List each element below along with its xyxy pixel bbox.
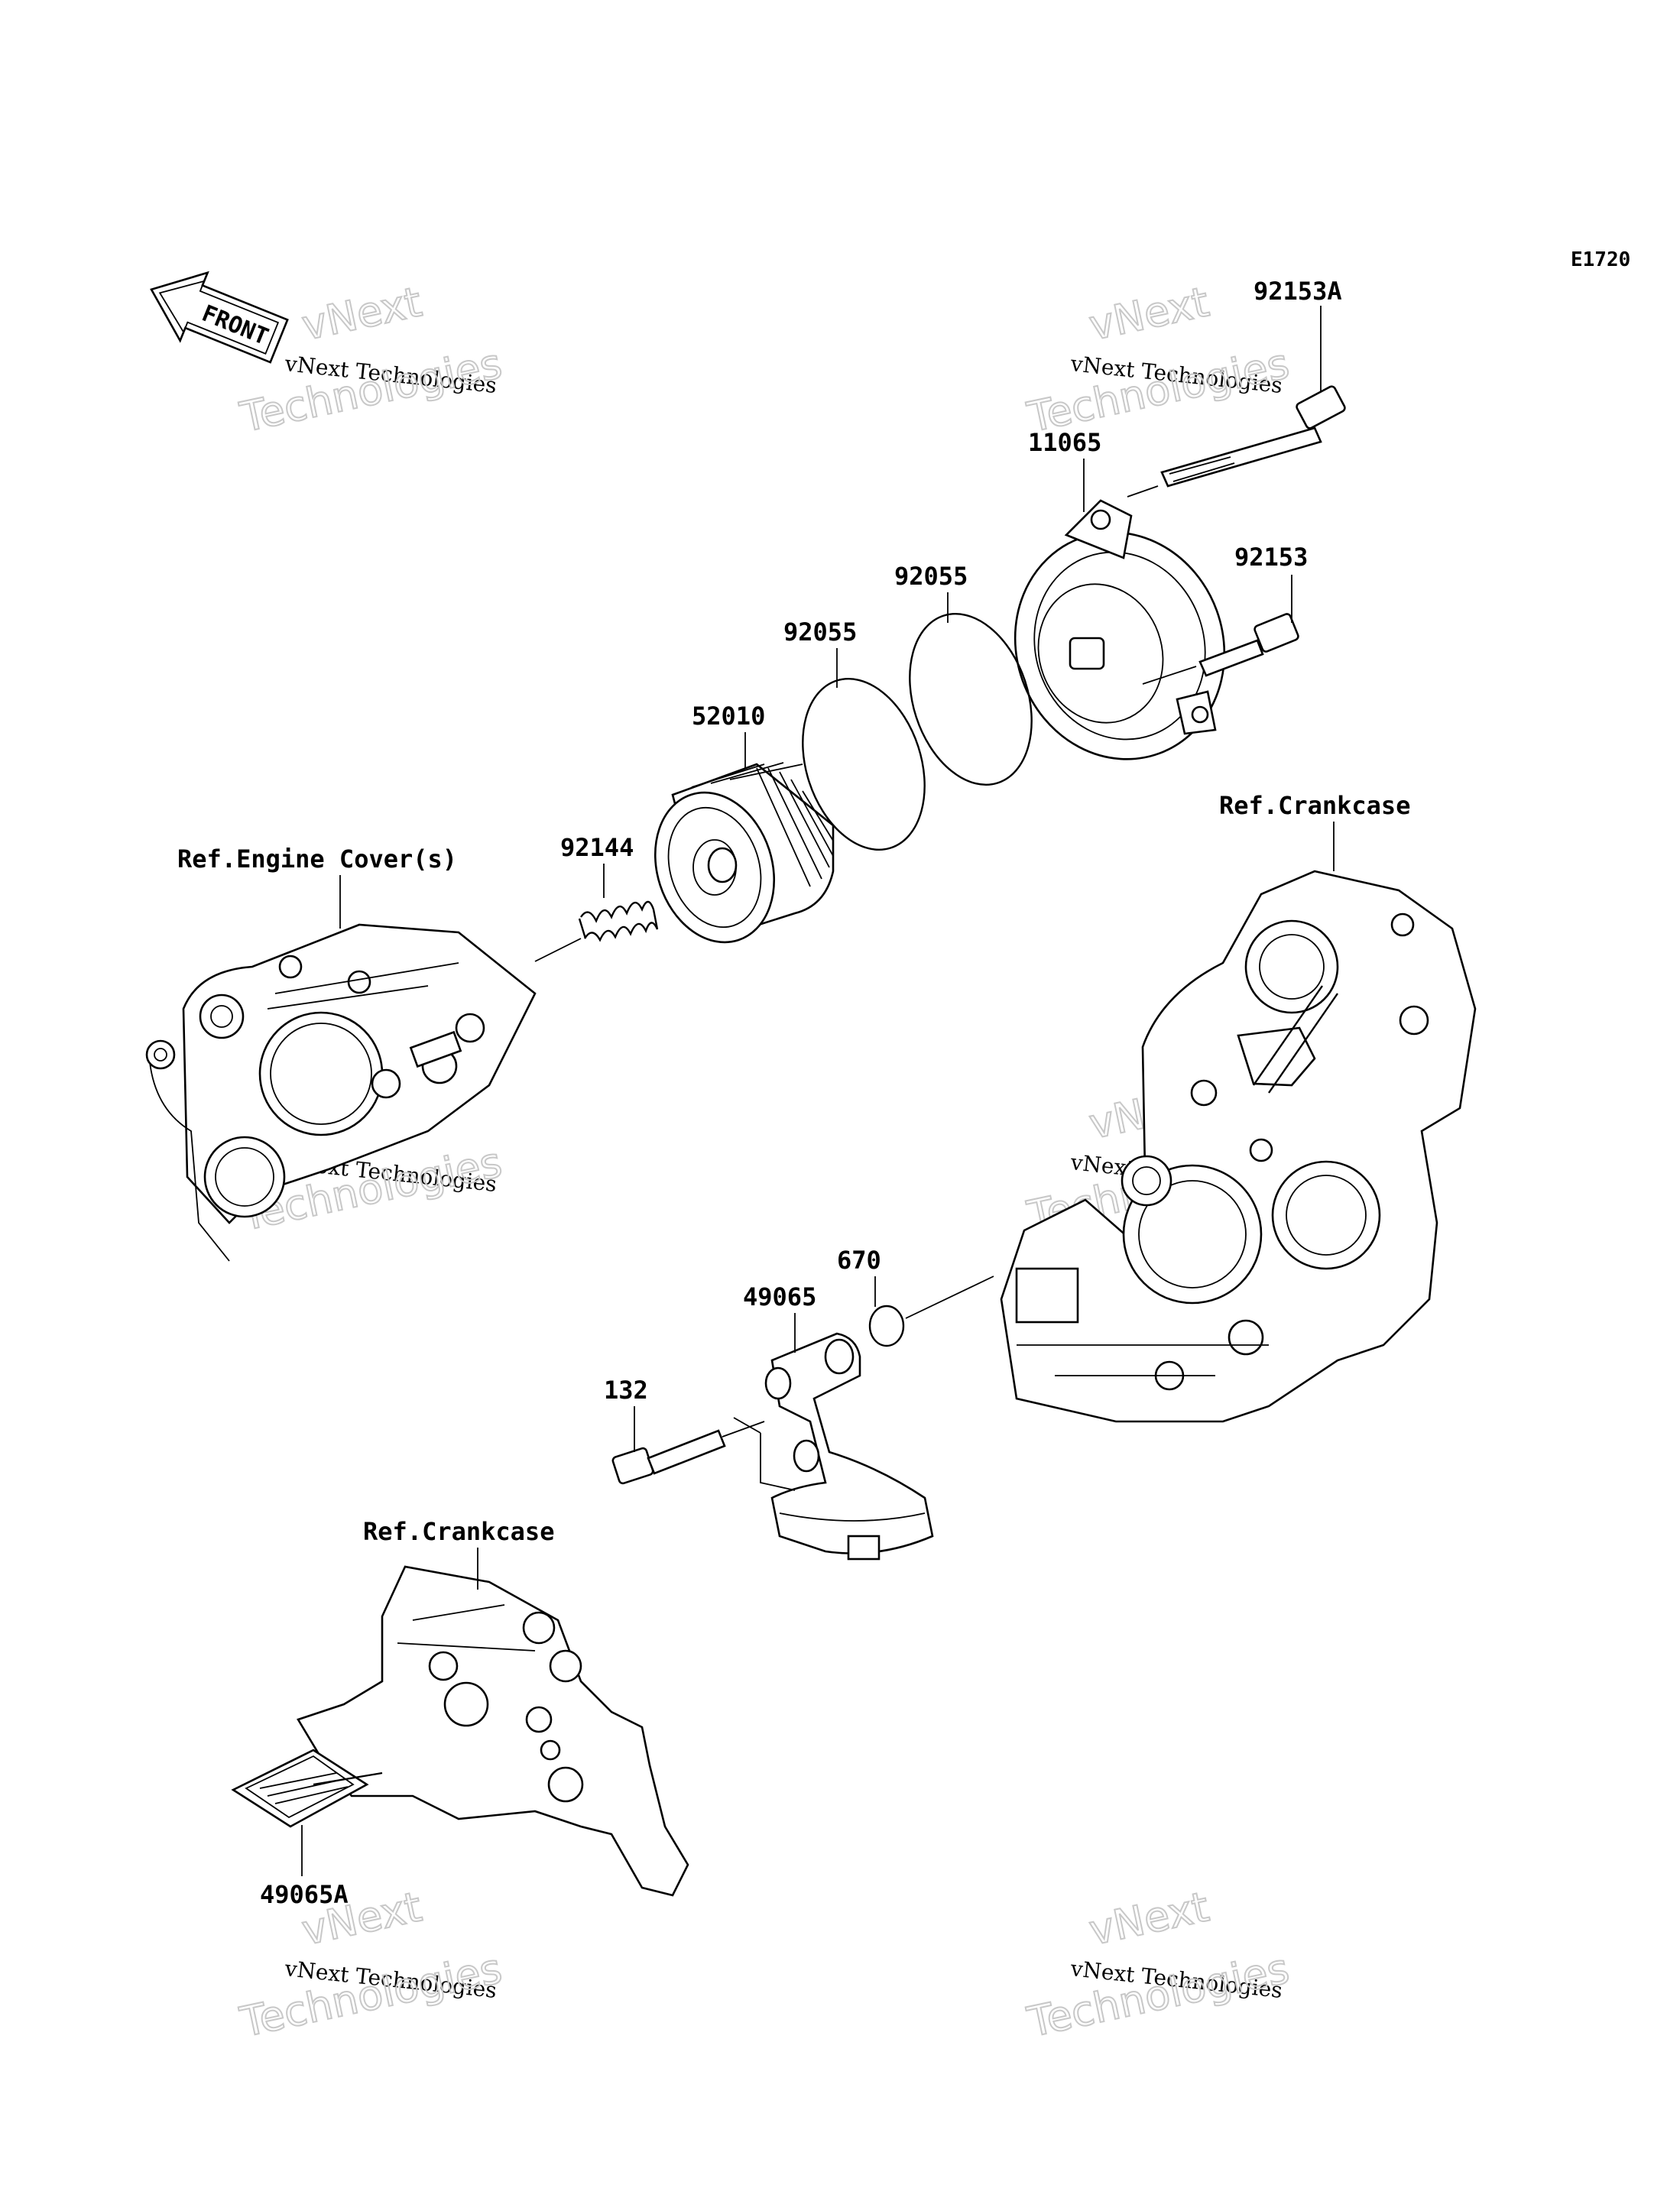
label-ref-engine-cover: Ref.Engine Cover(s) — [177, 844, 457, 874]
watermark-bottom-right: vNext vNext Technologies Technologies — [1023, 1882, 1294, 2047]
svg-text:Technologies: Technologies — [1023, 1944, 1293, 2047]
engine-cover-reference — [145, 923, 537, 1262]
svg-text:vNext: vNext — [1085, 1882, 1213, 1954]
bolt-132 — [611, 1421, 765, 1485]
o-ring-92055-right — [909, 612, 1033, 786]
label-132: 132 — [604, 1376, 648, 1405]
svg-text:vNext: vNext — [298, 277, 426, 349]
o-ring-670 — [868, 1276, 994, 1347]
label-52010: 52010 — [692, 702, 765, 731]
bolt-92153A — [1127, 385, 1346, 498]
bolt-92153 — [1142, 613, 1299, 685]
svg-text:Technologies: Technologies — [236, 339, 506, 442]
oil-filter-52010 — [654, 762, 835, 944]
label-92055-right: 92055 — [894, 562, 968, 591]
label-ref-crankcase-right: Ref.Crankcase — [1219, 791, 1410, 820]
label-49065: 49065 — [743, 1282, 816, 1311]
label-11065: 11065 — [1028, 428, 1101, 457]
spring-92144 — [534, 900, 659, 962]
label-92153A: 92153A — [1254, 277, 1342, 306]
svg-text:Technologies: Technologies — [236, 1944, 506, 2047]
label-92144: 92144 — [560, 833, 634, 862]
svg-text:Technologies: Technologies — [1023, 339, 1293, 442]
label-92153: 92153 — [1234, 543, 1308, 572]
diagram-code: E1720 — [1571, 248, 1630, 271]
label-49065A: 49065A — [260, 1880, 349, 1909]
oil-strainer-49065 — [733, 1332, 934, 1561]
leader-lines — [301, 306, 1335, 1876]
label-670: 670 — [837, 1246, 881, 1275]
filter-cover-11065 — [1014, 499, 1226, 760]
crankcase-lower-reference — [297, 1565, 689, 1897]
crankcase-right-reference — [1000, 870, 1477, 1423]
watermark-top-left: vNext vNext Technologies Technologies — [235, 277, 507, 442]
front-arrow-icon: FRONT — [150, 271, 289, 364]
svg-text:vNext: vNext — [1085, 277, 1213, 349]
label-ref-crankcase-lower: Ref.Crankcase — [363, 1517, 554, 1546]
label-92055-left: 92055 — [783, 618, 857, 647]
watermark-top-right: vNext vNext Technologies Technologies — [1023, 277, 1294, 442]
oil-screen-49065A — [231, 1749, 383, 1828]
